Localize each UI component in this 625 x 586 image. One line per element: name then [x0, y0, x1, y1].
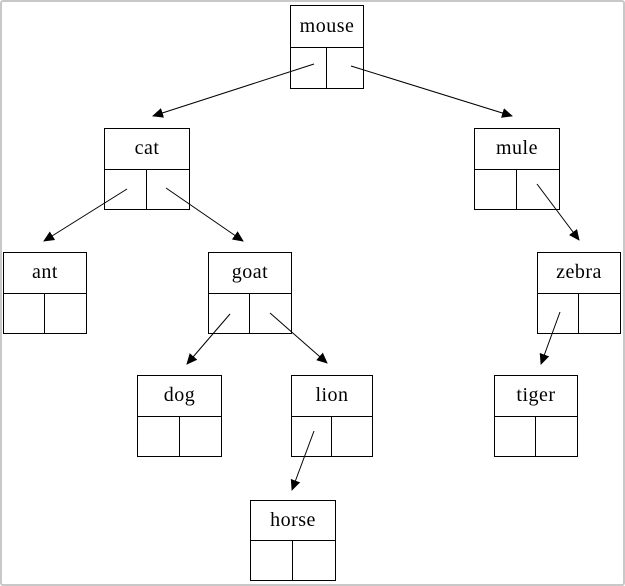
tree-node-zebra: zebra: [537, 252, 621, 334]
node-label: tiger: [495, 376, 577, 417]
left-pointer-cell: [105, 169, 147, 209]
right-pointer-cell: [579, 294, 620, 334]
node-label: horse: [251, 501, 335, 541]
left-pointer-cell: [291, 47, 327, 88]
tree-node-mule: mule: [474, 128, 560, 210]
left-pointer-cell: [475, 169, 517, 209]
left-pointer-cell: [251, 541, 293, 580]
edge-mule-zebra: [536, 183, 580, 241]
edge-mouse-mule: [350, 65, 513, 118]
right-pointer-cell: [147, 170, 189, 210]
right-pointer-cell: [332, 417, 372, 457]
edge-goat-lion: [269, 312, 328, 364]
tree-node-dog: dog: [137, 375, 222, 457]
tree-node-tiger: tiger: [494, 375, 578, 457]
tree-node-cat: cat: [104, 128, 190, 210]
node-label: lion: [292, 376, 372, 417]
right-pointer-cell: [327, 48, 363, 89]
left-pointer-cell: [495, 416, 536, 456]
node-label: goat: [209, 253, 291, 294]
right-pointer-cell: [45, 294, 86, 334]
left-pointer-cell: [4, 293, 45, 333]
right-pointer-cell: [517, 170, 559, 210]
node-label: mouse: [291, 6, 363, 48]
tree-node-goat: goat: [208, 252, 292, 334]
edge-lion-horse: [290, 430, 315, 491]
right-pointer-cell: [293, 541, 335, 580]
edge-cat-goat: [165, 187, 244, 242]
left-pointer-cell: [209, 293, 250, 333]
right-pointer-cell: [250, 294, 291, 334]
node-label: ant: [4, 253, 86, 294]
edge-mouse-cat: [152, 63, 315, 118]
edge-zebra-tiger: [539, 311, 561, 365]
left-pointer-cell: [138, 416, 180, 456]
tree-node-lion: lion: [291, 375, 373, 457]
left-pointer-cell: [292, 416, 332, 456]
right-pointer-cell: [536, 417, 577, 457]
right-pointer-cell: [180, 417, 222, 457]
node-label: zebra: [538, 253, 620, 294]
tree-node-horse: horse: [250, 500, 336, 581]
edge-goat-dog: [186, 313, 231, 365]
tree-node-mouse: mouse: [290, 5, 364, 89]
left-pointer-cell: [538, 293, 579, 333]
tree-node-ant: ant: [3, 252, 87, 334]
edge-cat-ant: [43, 188, 128, 242]
node-label: dog: [138, 376, 221, 417]
node-label: cat: [105, 129, 189, 170]
node-label: mule: [475, 129, 559, 170]
